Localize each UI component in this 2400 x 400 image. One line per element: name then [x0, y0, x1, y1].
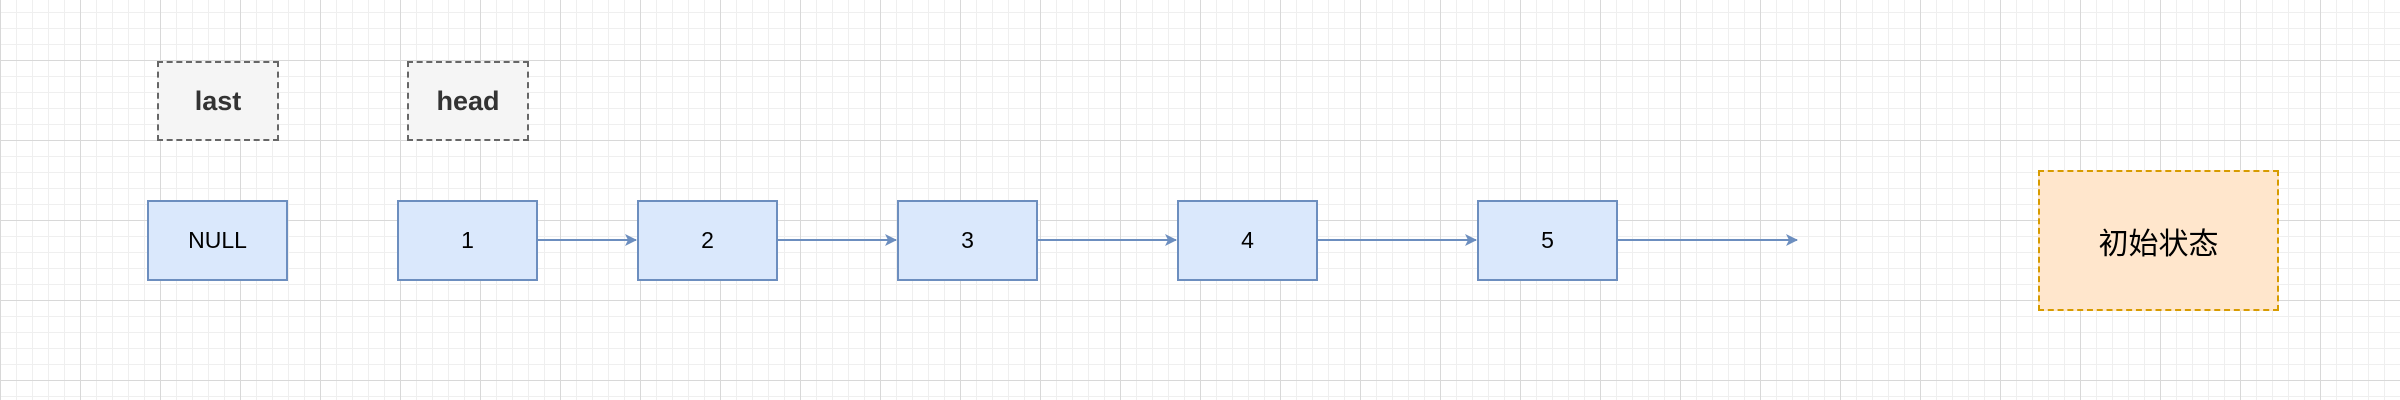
node-4: 4	[1177, 200, 1318, 281]
node-2-label: 2	[701, 227, 714, 253]
node-2: 2	[637, 200, 778, 281]
node-null-label: NULL	[188, 227, 247, 253]
node-1-label: 1	[461, 227, 474, 253]
node-4-label: 4	[1241, 227, 1254, 253]
node-3-label: 3	[961, 227, 974, 253]
node-5-label: 5	[1541, 227, 1554, 253]
pointer-last-label: last	[194, 85, 242, 116]
node-null: NULL	[147, 200, 288, 281]
state-label-box: 初始状态	[2038, 170, 2279, 311]
pointer-last: last	[157, 61, 279, 141]
node-3: 3	[897, 200, 1038, 281]
pointer-head-label: head	[436, 85, 500, 116]
node-5: 5	[1477, 200, 1618, 281]
state-label: 初始状态	[2098, 227, 2219, 261]
pointer-head: head	[407, 61, 529, 141]
node-1: 1	[397, 200, 538, 281]
